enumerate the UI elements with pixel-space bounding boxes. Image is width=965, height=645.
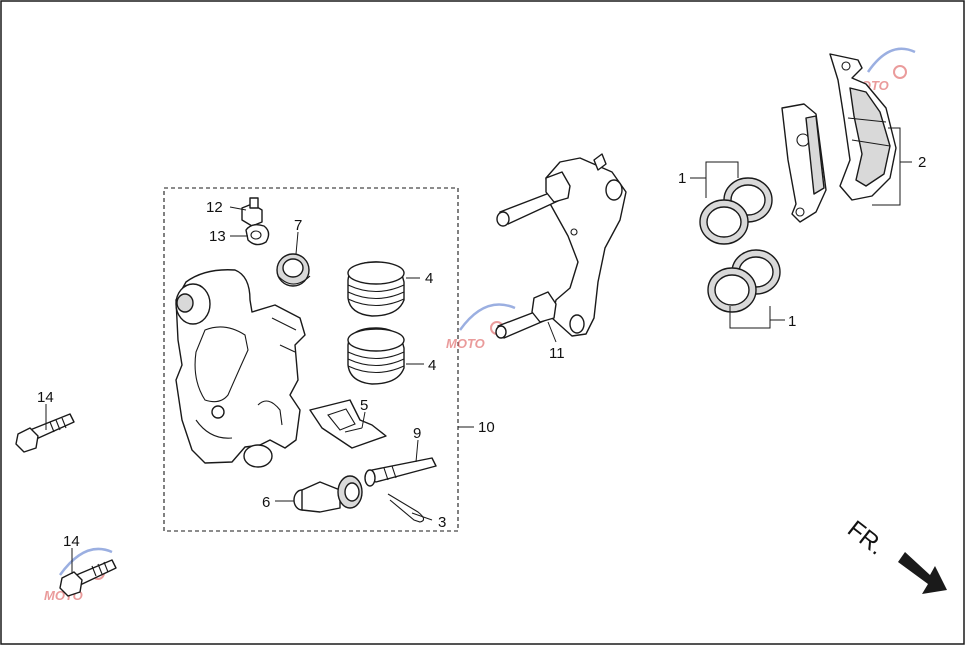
callout-1-lower: 1 (788, 313, 796, 330)
pin-clip (387, 493, 425, 523)
callout-13: 13 (209, 228, 226, 245)
bleeder-cap (245, 223, 270, 246)
leader-lines (45, 127, 912, 574)
arrow-icon (898, 552, 947, 594)
callout-7: 7 (294, 217, 302, 234)
caliper-bolt-lower (59, 559, 117, 597)
piston-seal-lower-pair (707, 249, 781, 313)
caliper-bracket (495, 153, 627, 339)
callout-10: 10 (478, 419, 495, 436)
callout-5: 5 (360, 397, 368, 414)
front-direction-arrow: FR. (842, 515, 947, 594)
direction-label: FR. (842, 515, 889, 560)
caliper-bolt-upper (15, 413, 75, 453)
pad-pin (364, 457, 437, 487)
piston-upper (347, 261, 405, 317)
callout-3: 3 (438, 514, 446, 531)
brake-pad-outer (781, 103, 827, 223)
callout-11: 11 (549, 345, 565, 362)
callout-4-lower: 4 (428, 357, 436, 374)
callout-2: 2 (918, 154, 926, 171)
bleeder-screw (241, 197, 263, 227)
watermark-middle: MOTO (446, 303, 516, 351)
callout-14-lower: 14 (63, 533, 80, 550)
piston-lower (347, 327, 405, 385)
brake-pad-inner (829, 53, 897, 201)
callout-labels: 12 13 7 4 4 5 6 9 3 10 11 1 1 2 14 14 (37, 154, 926, 550)
caliper-assembly-box (163, 187, 459, 532)
watermark-text: MOTO (446, 336, 485, 351)
callout-14-upper: 14 (37, 389, 54, 406)
callout-9: 9 (413, 425, 421, 442)
callout-12: 12 (206, 199, 223, 216)
callout-1-upper: 1 (678, 170, 686, 187)
dust-seal (276, 253, 311, 287)
piston-seal-upper-pair (699, 177, 773, 245)
callout-6: 6 (262, 494, 270, 511)
slide-pin-boot (293, 475, 363, 513)
pad-spring (309, 399, 387, 449)
callout-4-upper: 4 (425, 270, 433, 287)
caliper-body (175, 269, 306, 468)
